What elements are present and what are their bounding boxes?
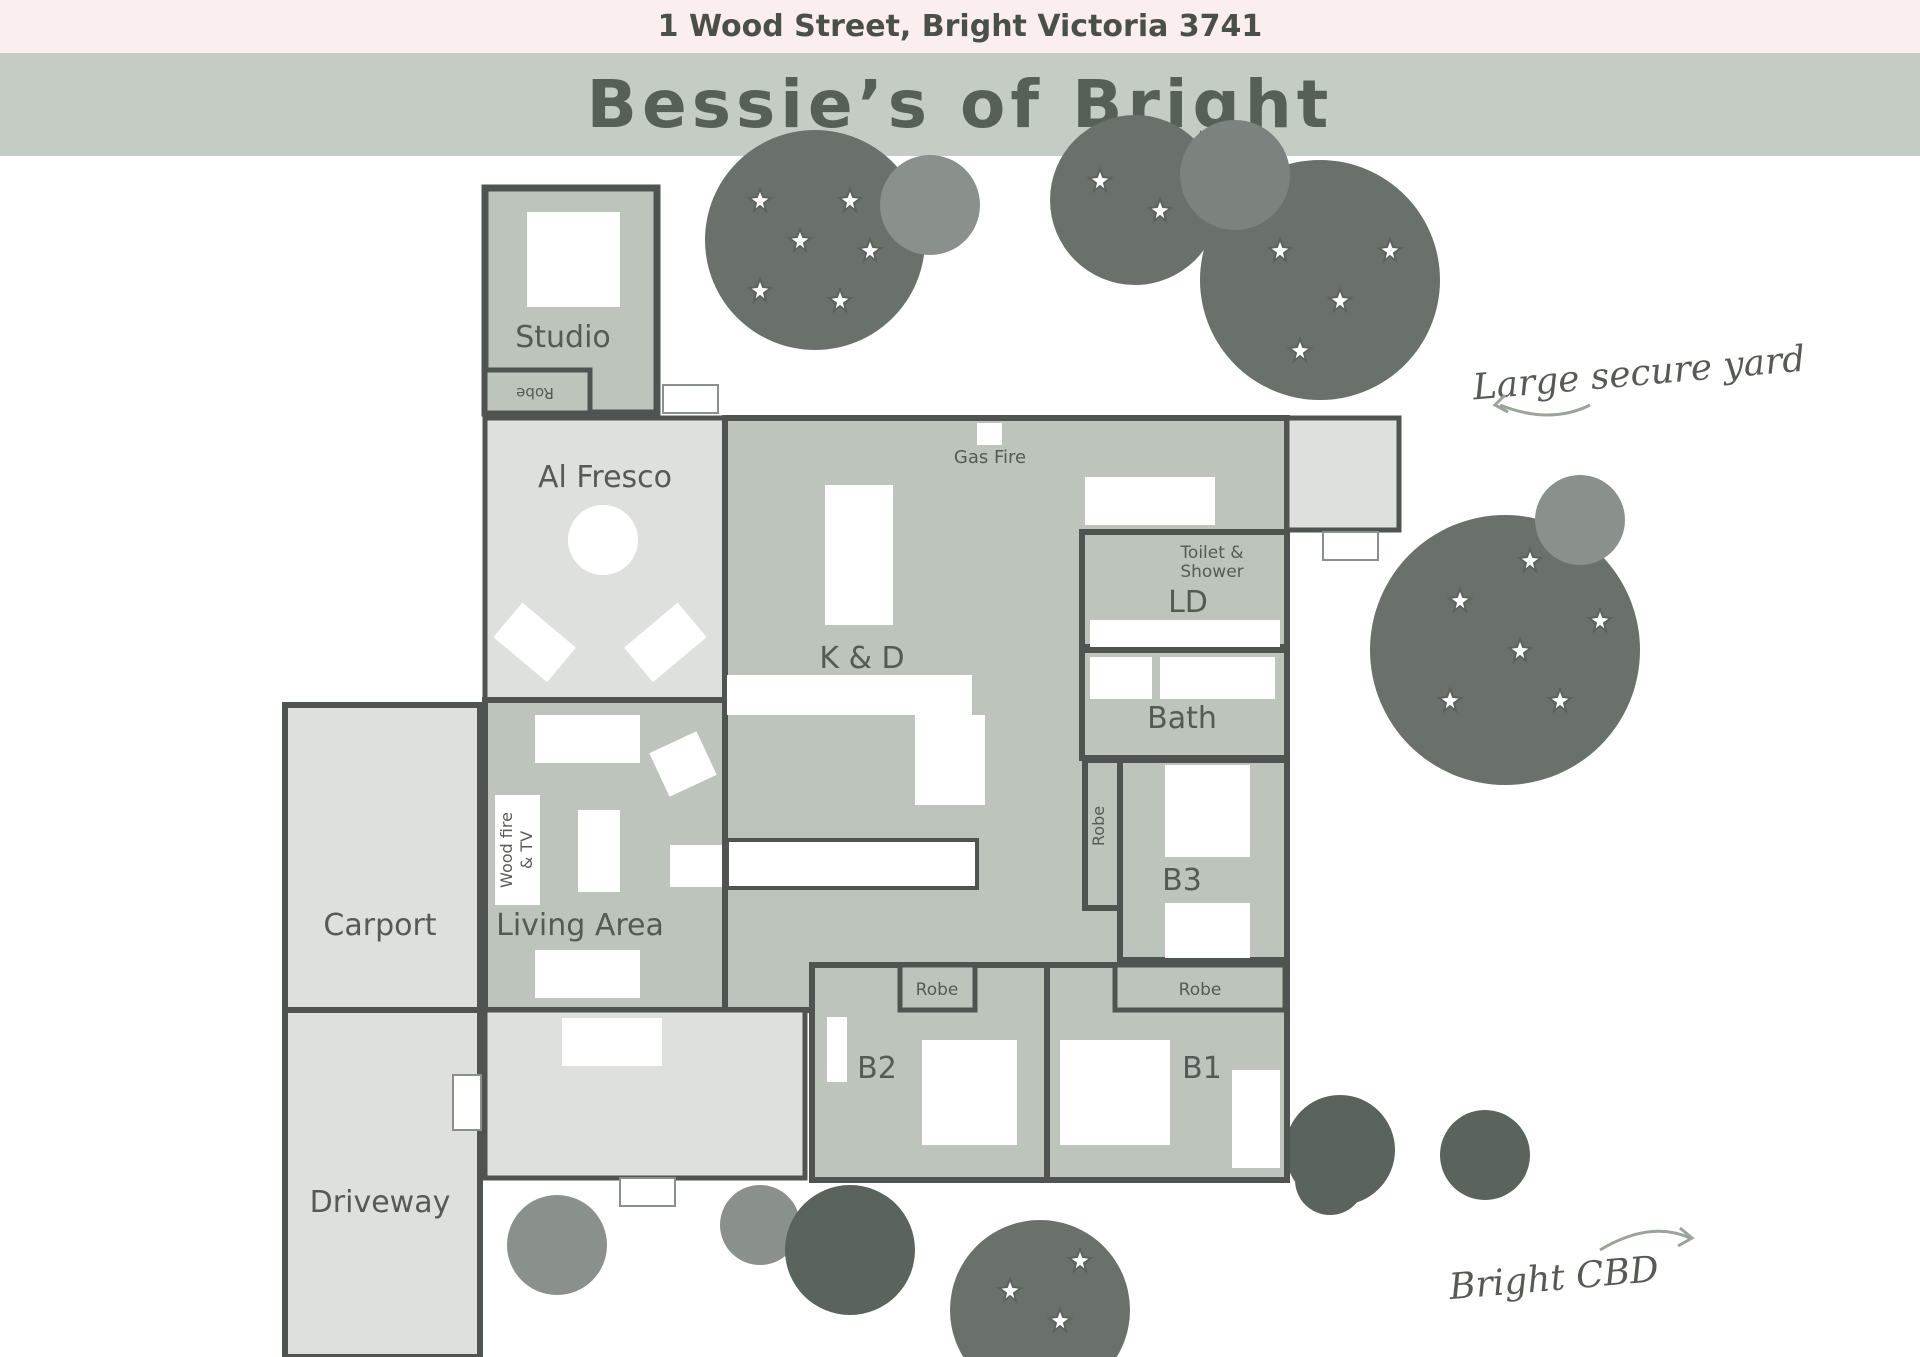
- toilet-shower-label: Shower: [1180, 562, 1243, 582]
- steps-icon: [662, 384, 719, 414]
- kitchen-counter: [725, 838, 979, 890]
- sofa-icon: [624, 602, 707, 683]
- address-text: 1 Wood Street, Bright Victoria 3741: [657, 9, 1263, 44]
- tree-icon: [1370, 475, 1640, 785]
- gas-fire-label: Gas Fire: [954, 447, 1026, 468]
- tree-icon: [507, 1195, 607, 1295]
- sofa-icon: [1085, 477, 1215, 525]
- laundry-label: LD: [1168, 585, 1208, 620]
- sofa-icon: [535, 950, 640, 998]
- yard-annotation: Large secure yard: [1470, 339, 1807, 409]
- sofa-icon: [535, 715, 640, 763]
- b1-robe-label: Robe: [1179, 980, 1222, 1000]
- arrow-icon: [1677, 1226, 1695, 1248]
- tree-icon: [1285, 1095, 1395, 1215]
- coffee-table: [578, 810, 620, 892]
- cbd-annotation: Bright CBD: [1447, 1249, 1661, 1308]
- arrow-icon: [1599, 1229, 1691, 1252]
- driveway-area: [282, 1007, 483, 1357]
- wood-fire-label: & TV: [517, 831, 536, 869]
- bathtub-icon: [1160, 657, 1275, 699]
- bed-icon: [1165, 765, 1250, 857]
- laundry-bench: [1090, 620, 1280, 648]
- studio-label: Studio: [515, 320, 611, 355]
- steps-icon: [452, 1074, 482, 1131]
- bath-label: Bath: [1147, 701, 1217, 736]
- tree-icon: [1440, 1110, 1530, 1200]
- al-fresco-label: Al Fresco: [538, 460, 672, 495]
- shower-icon: [1090, 657, 1152, 699]
- sofa-icon: [493, 602, 576, 683]
- sofa-icon: [562, 1018, 662, 1066]
- sofa-icon: [1232, 1070, 1280, 1168]
- kitchen-bench: [727, 675, 972, 715]
- b2-robe-label: Robe: [916, 980, 959, 1000]
- studio-robe-label: Robe: [516, 384, 554, 402]
- b1-robe: [1112, 962, 1288, 1013]
- b2-robe: [897, 962, 978, 1013]
- gas-fire-icon: [977, 423, 1002, 445]
- steps-icon: [619, 1177, 676, 1207]
- b3-robe: [1082, 757, 1123, 911]
- steps-icon: [1322, 531, 1379, 561]
- driveway-label: Driveway: [310, 1185, 451, 1220]
- tree-icon: [1050, 115, 1440, 400]
- address-banner: 1 Wood Street, Bright Victoria 3741: [0, 0, 1920, 53]
- b3-label: B3: [1162, 863, 1202, 898]
- kitchen-dining-label: K & D: [819, 641, 904, 676]
- b2-label: B2: [857, 1051, 897, 1086]
- carport-label: Carport: [323, 908, 436, 943]
- bed-icon: [922, 1040, 1017, 1145]
- table-icon: [568, 505, 638, 575]
- toilet-shower-label: Toilet &: [1179, 543, 1243, 563]
- bed-icon: [1060, 1040, 1170, 1145]
- armchair-icon: [649, 731, 717, 797]
- dining-table: [825, 485, 893, 625]
- wood-fire-label: Wood fire: [497, 812, 516, 888]
- tree-icon: [950, 1220, 1130, 1357]
- living-area-label: Living Area: [496, 908, 664, 943]
- title-banner: Bessie’s of Bright: [0, 53, 1920, 156]
- studio-robe: [482, 367, 593, 416]
- bed-icon: [1165, 903, 1250, 958]
- bed-icon: [527, 212, 620, 307]
- b1-label: B1: [1182, 1051, 1222, 1086]
- arrow-icon: [1499, 403, 1591, 417]
- armchair-icon: [670, 845, 722, 887]
- arrow-icon: [1492, 393, 1509, 414]
- tree-icon: [705, 130, 980, 350]
- b3-robe-label: Robe: [1089, 806, 1108, 846]
- side-porch: [1284, 415, 1402, 533]
- tree-icon: [720, 1185, 915, 1315]
- desk-icon: [827, 1017, 847, 1082]
- kitchen-island: [915, 715, 985, 805]
- wood-fire-tv: [495, 795, 540, 905]
- carport-area: [282, 702, 483, 1013]
